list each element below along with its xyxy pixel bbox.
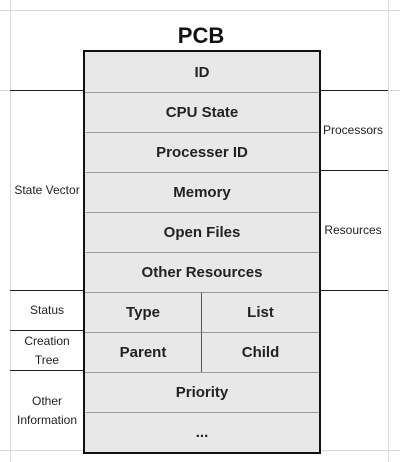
label-other-information-line1: Other <box>31 393 62 408</box>
label-state-vector-text: State Vector <box>14 183 80 197</box>
label-other-information: Other Information <box>10 371 84 450</box>
pcb-cell-parent: Parent <box>85 332 202 372</box>
label-state-vector: State Vector <box>10 91 84 290</box>
left-separator <box>10 90 84 91</box>
left-separator <box>10 330 84 331</box>
label-processors-text: Processors <box>322 123 384 137</box>
pcb-row-open-files: Open Files <box>85 212 319 252</box>
label-resources-text: Resources <box>324 223 382 237</box>
right-separator <box>318 290 388 291</box>
pcb-row-cpu-state: CPU State <box>85 92 319 132</box>
label-resources: Resources <box>318 171 388 290</box>
right-separator <box>318 170 388 171</box>
pcb-cell-type: Type <box>85 292 202 332</box>
grid-line <box>10 0 11 462</box>
pcb-row-priority: Priority <box>85 372 319 412</box>
label-creation-tree: Creation Tree <box>10 331 84 370</box>
left-separator <box>10 290 84 291</box>
label-creation-tree-line1: Creation <box>24 333 70 348</box>
pcb-cell-child: Child <box>202 332 319 372</box>
pcb-row-other-resources: Other Resources <box>85 252 319 292</box>
pcb-row-ellipsis: ... <box>85 412 319 452</box>
label-creation-tree-line2: Tree <box>34 352 60 367</box>
grid-line <box>0 10 400 11</box>
label-processors: Processors <box>318 91 388 170</box>
label-status-text: Status <box>29 303 65 317</box>
right-separator <box>318 90 388 91</box>
pcb-box: ID CPU State Processer ID Memory Open Fi… <box>83 50 321 454</box>
pcb-cell-list: List <box>202 292 319 332</box>
pcb-row-id: ID <box>85 52 319 92</box>
label-other-information-line2: Information <box>16 412 78 427</box>
left-separator <box>10 370 84 371</box>
pcb-row-memory: Memory <box>85 172 319 212</box>
grid-line <box>388 0 389 462</box>
pcb-row-processer-id: Processer ID <box>85 132 319 172</box>
diagram-title: PCB <box>177 23 225 48</box>
label-status: Status <box>10 291 84 330</box>
